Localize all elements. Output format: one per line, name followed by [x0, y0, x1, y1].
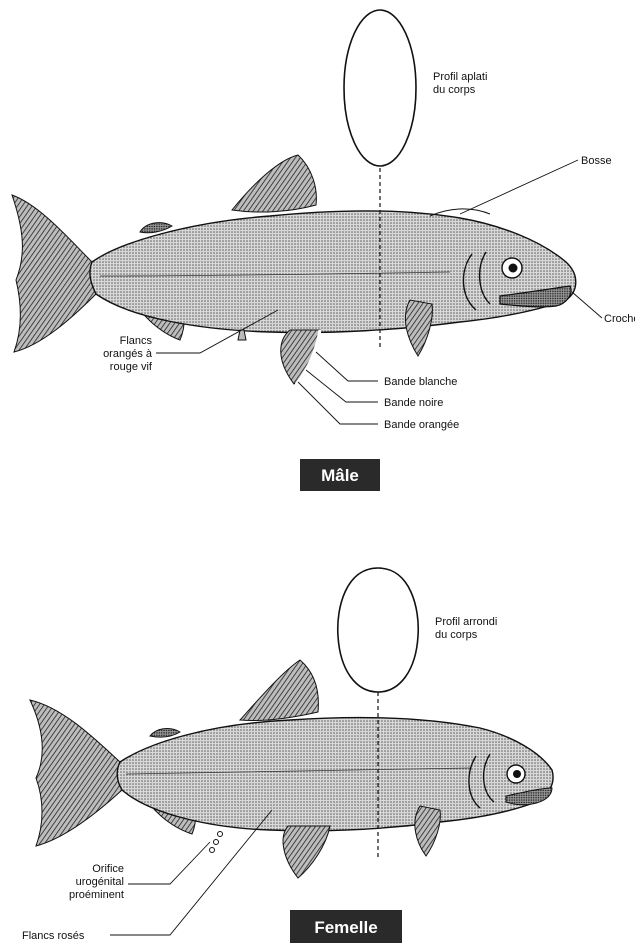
female-profile-label-2: du corps	[435, 629, 478, 641]
male-pectoral-fin	[405, 300, 432, 356]
male-section: Profil aplati du corps Bosse Crochet Fla…	[12, 10, 635, 491]
male-white-band-label: Bande blanche	[384, 376, 457, 388]
female-body	[117, 718, 553, 831]
male-hook-label: Crochet	[604, 313, 635, 325]
male-pupil	[509, 264, 518, 273]
female-section: Profil arrondi du corps Orifice urogénit	[22, 568, 553, 943]
female-tail-fin	[30, 700, 122, 846]
male-profile-label-2: du corps	[433, 84, 476, 96]
female-adipose-fin	[150, 729, 180, 738]
female-flanks-label: Flancs rosés	[22, 930, 85, 942]
female-pelvic-fin	[283, 826, 330, 878]
male-hump-label: Bosse	[581, 155, 612, 167]
female-profile-shape	[338, 568, 418, 692]
female-orifice-label-3: proéminent	[69, 889, 124, 901]
male-badge-label: Mâle	[321, 466, 359, 485]
female-profile-label-1: Profil arrondi	[435, 616, 497, 628]
female-badge: Femelle	[290, 910, 402, 943]
male-orange-band-label: Bande orangée	[384, 419, 459, 431]
male-pelvic-fin	[281, 330, 320, 384]
male-profile-label-1: Profil aplati	[433, 71, 487, 83]
male-adipose-fin	[140, 223, 172, 233]
male-flanks-label-3: rouge vif	[110, 361, 153, 373]
male-black-band-label: Bande noire	[384, 397, 443, 409]
female-orifice	[210, 832, 223, 853]
male-black-band-leader	[306, 370, 378, 402]
female-orifice-label-2: urogénital	[76, 876, 124, 888]
female-orifice-label-1: Orifice	[92, 863, 124, 875]
male-trout	[12, 155, 576, 384]
male-hook-leader	[572, 292, 602, 318]
male-flanks-label-1: Flancs	[120, 335, 153, 347]
female-trout	[30, 660, 553, 878]
male-hump-leader	[460, 160, 578, 214]
male-flanks-label-2: orangés à	[103, 348, 153, 360]
male-tail-fin	[12, 195, 96, 352]
female-pupil	[513, 770, 521, 778]
male-dorsal-fin	[232, 155, 316, 212]
male-white-band-leader	[316, 352, 378, 381]
male-orange-band-leader	[298, 382, 378, 424]
female-dorsal-fin	[240, 660, 318, 721]
female-pectoral-fin	[415, 806, 441, 856]
female-badge-label: Femelle	[314, 918, 377, 937]
female-orifice-leader	[128, 842, 210, 884]
male-badge: Mâle	[300, 459, 380, 491]
